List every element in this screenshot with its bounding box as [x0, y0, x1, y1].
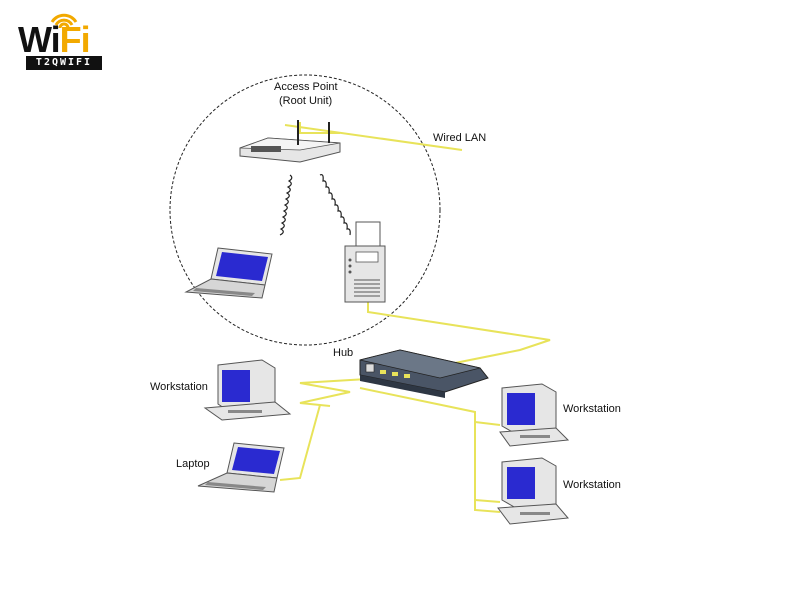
wired-lan-label: Wired LAN [433, 132, 487, 144]
logo-tag: T2QWIFI [26, 56, 102, 70]
coverage-area-circle [169, 74, 441, 346]
workstation-icon [497, 457, 570, 525]
ap-uplink-cable [299, 122, 340, 134]
hub-to-workstation-cable [299, 377, 386, 407]
wifi-signal-icon [50, 13, 78, 29]
laptop-icon [197, 442, 285, 493]
branch-cable-2 [474, 499, 501, 503]
logo-wordmark: WiFi [18, 19, 91, 60]
access-point-sublabel: (Root Unit) [279, 95, 333, 107]
access-point-icon [239, 120, 341, 163]
hub-label: Hub [333, 347, 354, 359]
brand-logo: WiFi T2QWIFI [16, 8, 112, 70]
access-point-label: Access Point [274, 81, 338, 93]
radio-wave-icon [279, 174, 351, 236]
laptop-label: Laptop [176, 458, 210, 470]
workstation-icon [203, 359, 292, 421]
workstation-left-label: Workstation [150, 381, 208, 393]
cabling [279, 122, 551, 513]
branch-cable [474, 421, 501, 426]
laptop-icon [184, 247, 273, 299]
hub-to-right-workstations-cable [359, 387, 501, 513]
workstation-right-bottom-label: Workstation [563, 479, 621, 491]
hub-to-laptop-cable [279, 404, 321, 481]
workstation-right-top-label: Workstation [563, 403, 621, 415]
workstation-icon [499, 383, 570, 447]
printer-icon [344, 221, 386, 303]
logo-word-left: Wi [18, 19, 61, 60]
wired-lan-cable [284, 124, 463, 151]
hub-icon [359, 349, 489, 398]
printer-to-hub-cable [367, 300, 551, 371]
logo-word-right: Fi [59, 19, 91, 60]
